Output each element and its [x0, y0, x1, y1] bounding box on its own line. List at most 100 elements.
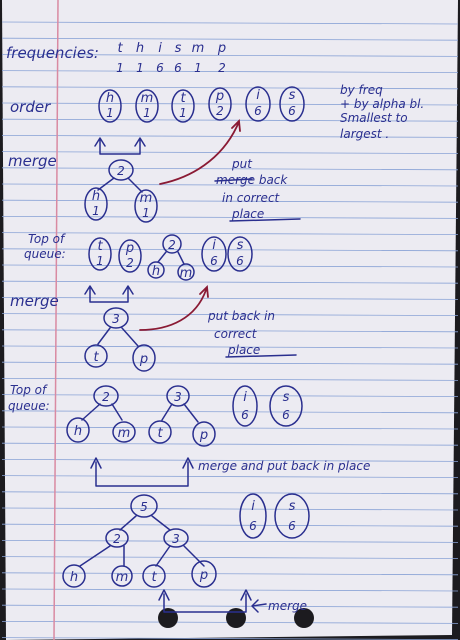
ruled-line: [1, 637, 459, 640]
svg-text:6: 6: [282, 408, 290, 422]
ruled-line: [1, 102, 459, 106]
merge-2-label: merge: [10, 292, 59, 310]
svg-text:merge back: merge back: [216, 173, 288, 187]
binder-holes: [158, 608, 314, 628]
final-node-s: s 6: [274, 493, 310, 539]
ruled-line: [1, 458, 459, 462]
order-node-s: s 6: [279, 86, 305, 122]
merge-1-label: merge: [8, 152, 57, 170]
svg-text:s: s: [283, 390, 290, 405]
ruled-line: [1, 183, 459, 187]
final-tree: 5 2 3 h m t p: [62, 494, 217, 588]
order-node-h: h 1: [98, 89, 122, 123]
svg-text:1: 1: [143, 106, 151, 120]
svg-text:h: h: [152, 264, 160, 279]
svg-text:i: i: [243, 390, 247, 405]
svg-text:2: 2: [113, 532, 121, 546]
ruled-line: [1, 361, 459, 365]
svg-text:i: i: [251, 499, 255, 514]
svg-text:3: 3: [112, 312, 120, 326]
svg-text:h: h: [92, 189, 100, 204]
svg-text:Top of: Top of: [10, 383, 48, 397]
margin-line: [53, 0, 59, 640]
svg-text:1: 1: [179, 106, 187, 120]
svg-text:6: 6: [288, 519, 296, 533]
ruled-line: [1, 507, 459, 511]
order-note: by freq + by alpha bl. Smallest to large…: [340, 83, 424, 141]
ruled-line: [1, 199, 459, 203]
svg-text:3: 3: [172, 532, 180, 546]
svg-text:6: 6: [236, 254, 244, 268]
svg-text:p: p: [199, 568, 208, 583]
ruled-lines: [1, 21, 459, 640]
freq-symbols: t h i s m p: [117, 41, 226, 56]
svg-text:6: 6: [241, 408, 249, 422]
final-merge-bracket: [158, 589, 252, 613]
svg-text:Top of: Top of: [28, 232, 66, 246]
svg-text:t: t: [157, 426, 163, 441]
svg-text:t: t: [93, 350, 99, 365]
svg-text:2: 2: [126, 256, 134, 270]
ruled-line: [1, 604, 459, 608]
ruled-line: [1, 572, 459, 576]
queue-1-label: Top of queue:: [24, 232, 66, 261]
queue-1-tree: 2 h m: [147, 234, 195, 281]
order-node-m: m 1: [135, 89, 159, 123]
freq-count-m: 1: [194, 61, 202, 75]
svg-text:6: 6: [249, 519, 257, 533]
order-merge-bracket: [94, 137, 146, 155]
svg-text:p: p: [125, 241, 134, 256]
ruled-line: [1, 167, 459, 171]
queue-2-note: merge and put back in place: [198, 459, 370, 473]
merge-1-arrow: [159, 119, 241, 185]
ruled-line: [1, 37, 459, 41]
ruled-line: [1, 540, 459, 543]
freq-count-i: 6: [156, 61, 164, 75]
freq-symbol-p: p: [217, 41, 226, 56]
final-node-i: i 6: [239, 493, 267, 539]
svg-text:6: 6: [254, 104, 262, 118]
merge-2-arrow: [139, 285, 209, 331]
order-label: order: [10, 98, 51, 116]
svg-text:queue:: queue:: [8, 399, 50, 413]
svg-text:2: 2: [117, 164, 125, 178]
ruled-line: [1, 86, 459, 90]
svg-text:p: p: [199, 428, 208, 443]
svg-text:6: 6: [288, 104, 296, 118]
freq-count-t: 1: [116, 61, 124, 75]
svg-text:p: p: [139, 352, 148, 367]
queue-2-node-s: s 6: [269, 385, 303, 427]
svg-text:2: 2: [216, 104, 224, 118]
queue-2-label: Top of queue:: [8, 383, 50, 413]
svg-text:s: s: [289, 88, 296, 103]
queue-2-tree-b: 3 t p: [148, 385, 216, 447]
order-node-p: p 2: [208, 87, 232, 121]
ruled-line: [1, 70, 459, 73]
order-node-t: t 1: [171, 89, 195, 123]
ruled-line: [1, 215, 459, 219]
freq-count-p: 2: [218, 61, 226, 75]
svg-text:Smallest to: Smallest to: [340, 111, 408, 125]
ruled-line: [1, 523, 459, 527]
queue-1-merge-bracket: [84, 285, 134, 303]
svg-text:+ by alpha bl.: + by alpha bl.: [340, 97, 424, 111]
ruled-line: [1, 54, 459, 57]
queue-1-node-t: t 1: [88, 237, 112, 271]
svg-text:1: 1: [142, 206, 150, 220]
merge-2-note: put back in correct place: [207, 309, 297, 358]
ruled-line: [1, 296, 459, 300]
ruled-line: [1, 345, 459, 349]
ruled-line: [1, 491, 459, 495]
ruled-line: [1, 232, 459, 236]
queue-2-merge-bracket: [90, 457, 194, 487]
ruled-line: [1, 264, 459, 268]
freq-symbol-m: m: [192, 41, 205, 56]
frequencies-label: frequencies:: [6, 44, 99, 62]
ruled-line: [1, 588, 459, 592]
ruled-line: [1, 426, 459, 430]
svg-text:1: 1: [106, 106, 114, 120]
svg-text:put back in: put back in: [207, 309, 275, 323]
svg-text:i: i: [256, 88, 260, 103]
